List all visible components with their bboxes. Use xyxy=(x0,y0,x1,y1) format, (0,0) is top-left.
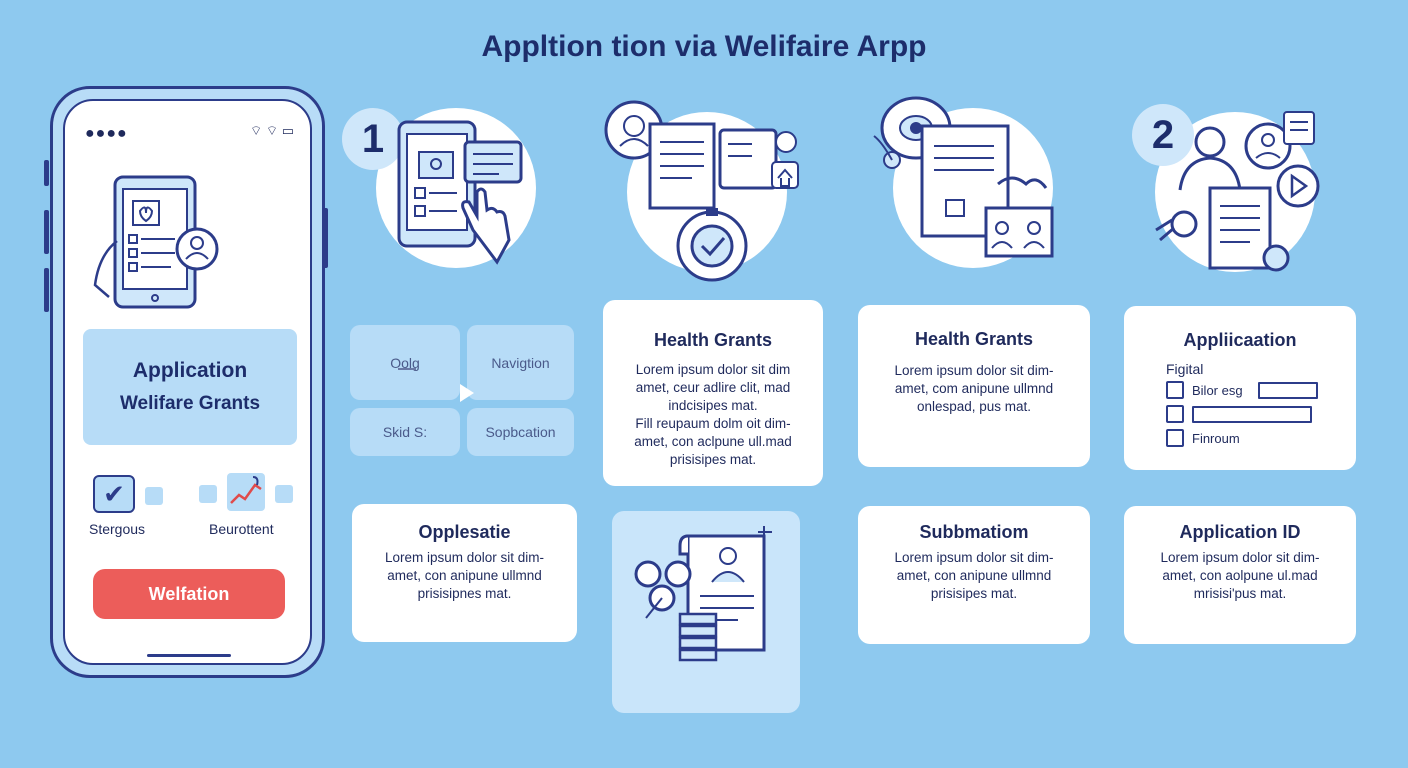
form-checkbox[interactable] xyxy=(1166,381,1184,399)
nav-underline xyxy=(398,368,416,370)
card-text-line: amet, com anipune ullmnd xyxy=(894,381,1054,396)
card-title: Application ID xyxy=(1179,522,1301,542)
card-text-line: Lorem ipsum dolor sit dim xyxy=(635,362,791,377)
page-title: Appltion tion via Welifaire Arpp xyxy=(481,30,927,63)
option-square xyxy=(199,485,217,503)
form-row: Bilor esg xyxy=(1166,381,1342,399)
nav-tile-navigtion[interactable]: Navigtion xyxy=(467,325,574,400)
card-text-line: onlespad, pus mat. xyxy=(916,399,1032,414)
step-1-badge: 1 xyxy=(342,108,404,170)
tablet-touch-icon xyxy=(397,120,523,265)
card-text-line: amet, con aclpune ull.mad xyxy=(634,434,792,449)
app-card-title: Application xyxy=(132,359,248,382)
card-text-line: amet, con anipune ullmnd xyxy=(896,568,1052,583)
card-text-line: prisisipes mat. xyxy=(930,586,1018,601)
tablet-profile-illustration xyxy=(93,175,219,309)
form-row-label: Bilor esg xyxy=(1192,382,1243,398)
card-text-line: indcisipes mat. xyxy=(668,398,758,413)
card-text-line: prisisipnes mat. xyxy=(417,586,512,601)
review-documents-icon xyxy=(873,96,1054,258)
card-text-line: mrisisi'pus mat. xyxy=(1193,586,1287,601)
option-square xyxy=(275,485,293,503)
nav-tile-skid[interactable]: Skid S: xyxy=(350,408,460,456)
phone-side-button xyxy=(323,208,328,268)
form-text-field[interactable] xyxy=(1192,405,1312,423)
phone-frame: ●●●● ⌔ ⌔ ▭ Application Welifare Grants ✔ xyxy=(50,86,325,678)
signal-dots: ●●●● xyxy=(85,125,128,142)
health-grants-card: Health Grants Lorem ipsum dolor sit dim … xyxy=(603,300,823,486)
card-text-line: amet, con anipune ullmnd xyxy=(387,568,542,583)
phone-side-button xyxy=(44,210,49,254)
card-text-line: amet, con aolpune ul.mad xyxy=(1162,568,1318,583)
option-square xyxy=(145,487,163,505)
profile-play-icon xyxy=(1155,111,1320,272)
form-text-field[interactable] xyxy=(1258,381,1318,399)
option-right-label: Beurottent xyxy=(209,521,274,537)
card-text-line: Lorem ipsum dolor sit dim- xyxy=(384,550,545,565)
trend-chart-icon[interactable] xyxy=(225,471,267,513)
welfation-button[interactable]: Welfation xyxy=(93,569,285,619)
form-row: Finroum xyxy=(1166,429,1342,447)
card-text-line: amet, ceur adlire clit, mad xyxy=(635,380,791,395)
opplesatie-card: Opplesatie Lorem ipsum dolor sit dim- am… xyxy=(352,504,577,642)
document-coins-icon xyxy=(634,526,772,662)
health-grants-card: Health Grants Lorem ipsum dolor sit dim-… xyxy=(858,305,1090,467)
card-text-line: Lorem ipsum dolor sit dim- xyxy=(894,550,1054,565)
nav-tile-label: Sopbcation xyxy=(485,424,556,440)
nav-tile-sopbcation[interactable]: Sopbcation xyxy=(467,408,574,456)
phone-screen: ●●●● ⌔ ⌔ ▭ Application Welifare Grants ✔ xyxy=(63,99,312,665)
application-id-card: Application ID Lorem ipsum dolor sit dim… xyxy=(1124,506,1356,644)
phone-side-button xyxy=(44,160,49,186)
documents-chat-icon xyxy=(604,100,799,282)
nav-tile-label: Skid S: xyxy=(382,424,428,440)
form-row-label: Finroum xyxy=(1192,430,1240,446)
checkbox-checked-icon[interactable]: ✔ xyxy=(93,475,135,513)
card-text-line: Lorem ipsum dolor sit dim- xyxy=(894,363,1054,378)
card-title: Opplesatie xyxy=(418,522,511,542)
option-left-label: Stergous xyxy=(89,521,146,537)
status-icons: ⌔ ⌔ ▭ xyxy=(250,123,294,138)
phone-side-button xyxy=(44,268,49,312)
form-row xyxy=(1166,405,1342,423)
app-card-subtitle: Welifare Grants xyxy=(119,393,261,414)
play-arrow-icon[interactable] xyxy=(456,380,478,406)
home-indicator xyxy=(147,654,231,657)
card-text-line: Fill reupaum dolm oit dim- xyxy=(635,416,791,431)
form-checkbox[interactable] xyxy=(1166,405,1184,423)
nav-tile-label: Oolg xyxy=(390,354,420,371)
form-checkbox[interactable] xyxy=(1166,429,1184,447)
card-title: Subbmatiom xyxy=(919,522,1029,542)
nav-tile-oolg[interactable]: Oolg xyxy=(350,325,460,400)
submission-card: Subbmatiom Lorem ipsum dolor sit dim- am… xyxy=(858,506,1090,644)
form-section-label: Figital xyxy=(1166,361,1204,377)
card-title: Health Grants xyxy=(653,330,773,350)
card-text-line: Lorem ipsum dolor sit dim- xyxy=(1160,550,1320,565)
card-title: Health Grants xyxy=(914,329,1034,349)
step-2-badge: 2 xyxy=(1132,104,1194,166)
application-form-card: Appliicaation Figital Bilor esg Finroum xyxy=(1124,306,1356,470)
card-title: Appliicaation xyxy=(1183,330,1297,350)
nav-tile-label: Navigtion xyxy=(491,354,550,371)
card-text-line: prisisipes mat. xyxy=(669,452,757,467)
application-welfare-card[interactable]: Application Welifare Grants xyxy=(83,329,297,445)
